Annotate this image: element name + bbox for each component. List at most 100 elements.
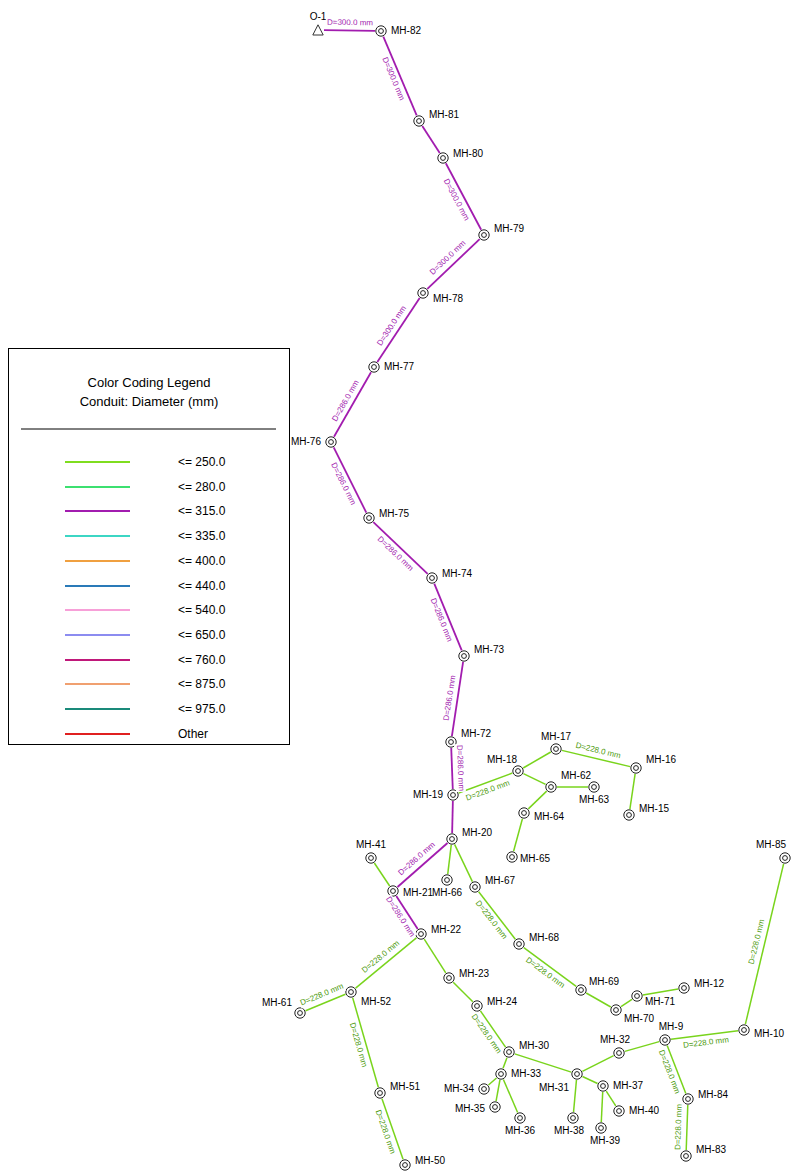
manhole-symbol	[478, 1083, 490, 1095]
manhole-label: MH-16	[646, 754, 676, 766]
pipe-diameter-label: D=300.0 mm	[326, 17, 374, 28]
legend-text: <= 540.0	[178, 603, 225, 617]
manhole-label: MH-34	[444, 1083, 474, 1095]
manhole-label: MH-63	[579, 794, 609, 806]
manhole-symbol	[659, 1034, 671, 1046]
manhole-label: MH-67	[485, 875, 515, 887]
outfall-label: O-1	[310, 11, 327, 23]
manhole-node: MH-75	[363, 512, 375, 524]
manhole-label: MH-66	[432, 887, 462, 899]
legend-swatch	[65, 560, 130, 562]
manhole-label: MH-82	[391, 25, 421, 37]
manhole-label: MH-36	[505, 1125, 535, 1137]
manhole-node: MH-65	[506, 851, 518, 863]
pipe-diameter-label: D=228.0 mm	[469, 1011, 505, 1056]
pipe-connector	[373, 522, 427, 574]
legend-swatch	[65, 535, 130, 537]
legend-text: <= 760.0	[178, 653, 225, 667]
pipe-connector	[448, 845, 452, 874]
manhole-label: MH-74	[442, 568, 472, 580]
manhole-label: MH-30	[519, 1040, 549, 1052]
manhole-label: MH-52	[361, 996, 391, 1008]
pipe-connector	[424, 939, 446, 973]
manhole-node: MH-85	[779, 852, 791, 864]
manhole-node: MH-33	[495, 1068, 507, 1080]
pipe-connector	[451, 748, 453, 789]
legend-swatch	[65, 510, 130, 512]
manhole-label: MH-17	[541, 731, 571, 743]
manhole-label: MH-61	[262, 997, 292, 1009]
manhole-node: MH-23	[443, 972, 455, 984]
manhole-label: MH-72	[461, 728, 491, 740]
legend-text: <= 280.0	[178, 480, 225, 494]
legend-text: <= 400.0	[178, 554, 225, 568]
manhole-node: MH-40	[613, 1105, 625, 1117]
manhole-label: MH-19	[413, 789, 443, 801]
manhole-label: MH-12	[694, 978, 724, 990]
manhole-node: MH-68	[513, 938, 525, 950]
manhole-symbol	[503, 1046, 515, 1058]
pipe-connector	[745, 864, 783, 1024]
manhole-symbol	[571, 1068, 583, 1080]
manhole-symbol	[294, 1007, 306, 1019]
manhole-node: MH-50	[399, 1159, 411, 1171]
manhole-node: MH-41	[365, 852, 377, 864]
manhole-node: MH-10	[738, 1024, 750, 1036]
manhole-symbol	[368, 361, 380, 373]
manhole-node: MH-62	[545, 781, 557, 793]
manhole-symbol	[588, 781, 600, 793]
manhole-node: MH-69	[575, 984, 587, 996]
manhole-node: MH-80	[437, 152, 449, 164]
legend-swatch	[65, 486, 130, 488]
manhole-node: MH-63	[588, 781, 600, 793]
manhole-symbol	[374, 1087, 386, 1099]
legend-swatch	[65, 461, 130, 463]
manhole-node: MH-12	[678, 982, 690, 994]
manhole-symbol	[779, 852, 791, 864]
manhole-symbol	[363, 512, 375, 524]
manhole-label: MH-15	[639, 803, 669, 815]
pipe-connector	[455, 844, 473, 881]
pipe-connector	[503, 1080, 517, 1113]
manhole-node: MH-71	[631, 990, 643, 1002]
manhole-label: MH-35	[455, 1103, 485, 1115]
manhole-node: MH-73	[458, 650, 470, 662]
manhole-symbol	[567, 1112, 579, 1124]
legend-text: <= 440.0	[178, 579, 225, 593]
manhole-label: MH-51	[390, 1081, 420, 1093]
manhole-symbol	[506, 851, 518, 863]
pipe-diameter-label: D=228.0 mm	[359, 938, 402, 976]
manhole-node: MH-15	[623, 809, 635, 821]
legend-text: <= 650.0	[178, 628, 225, 642]
pipe-diameter-label: D=228.0 mm	[673, 1103, 685, 1151]
manhole-label: MH-84	[698, 1089, 728, 1101]
pipe-connector	[586, 993, 611, 1007]
manhole-node: MH-81	[413, 115, 425, 127]
manhole-symbol	[514, 1112, 526, 1124]
pipe-connector	[601, 1092, 602, 1122]
legend-swatch	[65, 659, 130, 661]
manhole-node: MH-52	[345, 986, 357, 998]
pipe-connector	[503, 1058, 507, 1069]
manhole-label: MH-73	[474, 644, 504, 656]
pipe-connector	[488, 1078, 496, 1085]
manhole-label: MH-23	[459, 968, 489, 980]
pipe-diameter-label: D=300.0 mm	[427, 238, 469, 278]
manhole-node: MH-34	[478, 1083, 490, 1095]
manhole-node: MH-37	[597, 1080, 609, 1092]
manhole-symbol	[631, 990, 643, 1002]
manhole-symbol	[375, 25, 387, 37]
manhole-node: MH-76	[325, 436, 337, 448]
pipe-diameter-label: D=300.0 mm	[379, 55, 407, 103]
manhole-label: MH-78	[433, 293, 463, 305]
manhole-label: MH-32	[600, 1034, 630, 1046]
pipe-connector	[574, 1080, 577, 1112]
manhole-symbol	[518, 807, 530, 819]
manhole-symbol	[426, 572, 438, 584]
manhole-label: MH-41	[356, 839, 386, 851]
manhole-node: MH-9	[659, 1034, 671, 1046]
manhole-symbol	[325, 436, 337, 448]
manhole-symbol	[478, 229, 490, 241]
manhole-label: MH-24	[487, 996, 517, 1008]
pipe-connector	[606, 1091, 616, 1106]
